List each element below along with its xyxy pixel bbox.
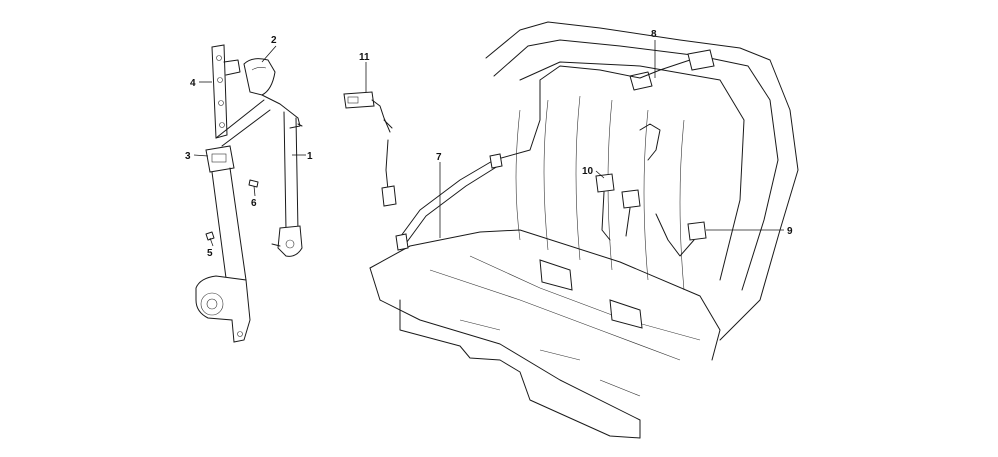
front-seat-belt-assembly (195, 44, 303, 343)
callout-leaders (193, 40, 784, 247)
callout-10: 10 (582, 166, 594, 177)
callout-5: 5 (207, 248, 213, 259)
callout-6: 6 (251, 198, 257, 209)
bracket-plate-part (205, 145, 235, 173)
belt-guide-part (243, 58, 301, 129)
callout-1: 1 (307, 151, 313, 162)
mounting-plate-part (211, 44, 241, 139)
diagonal-belt-part (215, 99, 271, 147)
rear-seat-assembly (369, 21, 799, 439)
callout-3: 3 (185, 151, 191, 162)
callout-9: 9 (787, 226, 793, 237)
retractor-part (195, 275, 251, 343)
bolt-part (248, 179, 259, 188)
callout-11: 11 (359, 52, 370, 63)
callout-8: 8 (651, 29, 657, 40)
callout-4: 4 (190, 78, 196, 89)
lower-belt-part (211, 167, 247, 281)
belt-webbing-part (271, 111, 303, 257)
screw-part (205, 231, 215, 241)
rear-buckle-harness-assembly (343, 91, 397, 207)
callout-2: 2 (271, 35, 277, 46)
callout-labels: 1 2 3 4 5 6 7 8 9 10 11 (185, 29, 793, 259)
callout-7: 7 (436, 152, 442, 163)
